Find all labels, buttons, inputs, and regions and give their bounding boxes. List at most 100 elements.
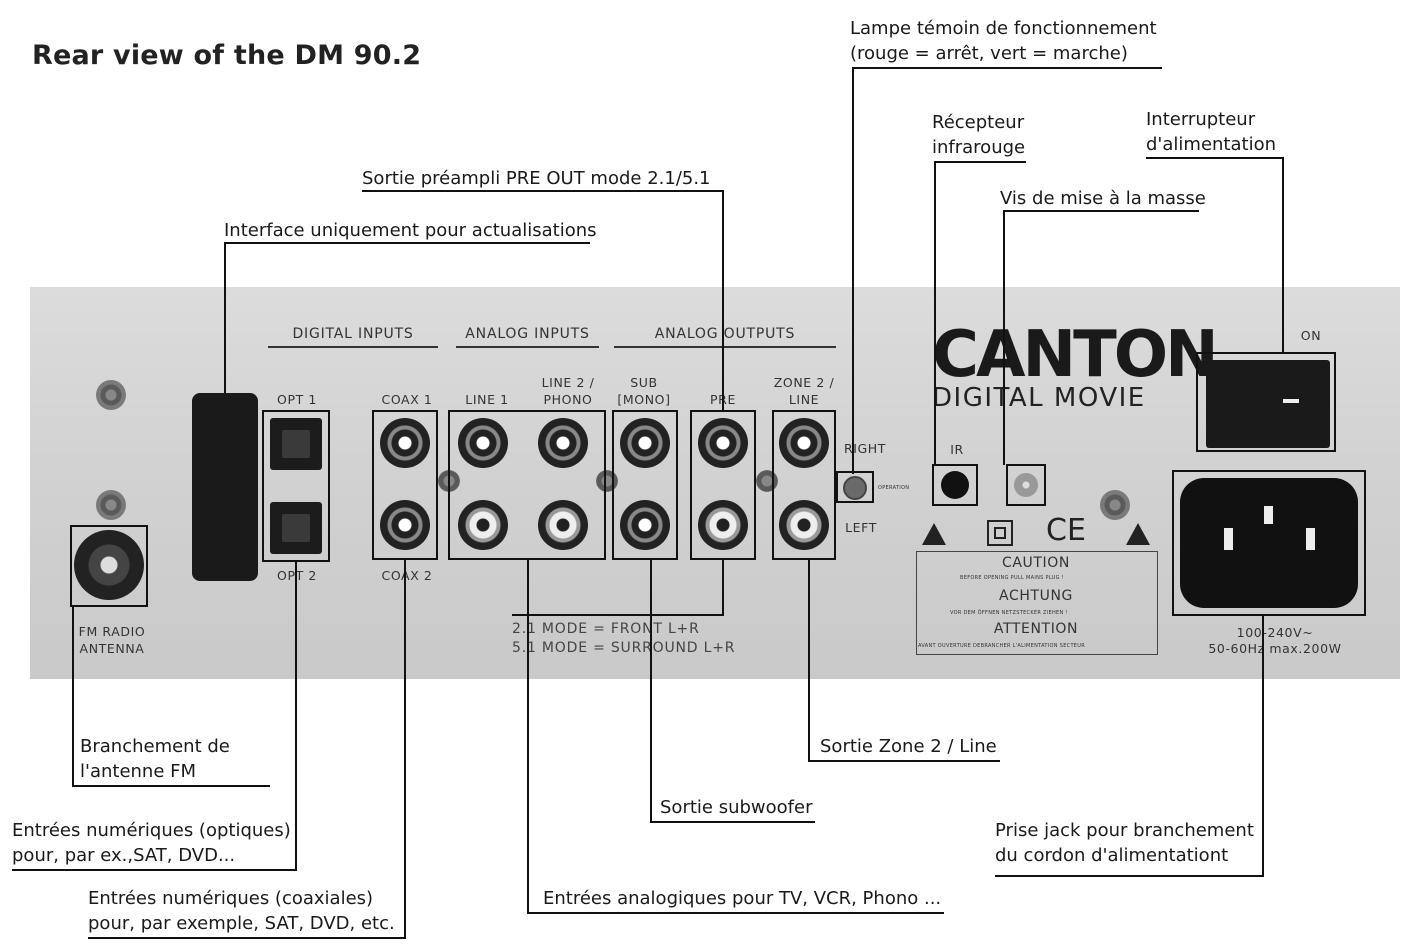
zone2-highlight [772,410,836,560]
leader-line [224,242,226,394]
attention-text: ATTENTION [993,621,1079,637]
leader-line [512,614,724,616]
leader-line [1262,615,1264,877]
line2-label-line1: LINE 2 / [541,375,595,390]
sub-label-line1: SUB [630,375,658,390]
pre-out-left-jack[interactable] [698,500,748,550]
leader-line [1003,210,1005,465]
analog-inputs-header: ANALOG INPUTS [465,326,590,342]
callout-prise-jack: Prise jack pour branchement du cordon d'… [995,820,1254,866]
on-label: ON [1300,328,1322,343]
coax-input-2[interactable] [380,500,430,550]
optical-input-2[interactable] [270,502,322,554]
power-inlet[interactable] [1180,478,1358,608]
line2-label-line2: PHONO [543,392,593,407]
leader-line [852,67,1162,69]
warning-label [916,551,1158,655]
warning-triangle-icon [922,523,946,545]
ir-receiver [941,471,969,499]
leader-line [527,559,529,914]
callout-sortie-preampli: Sortie préampli PRE OUT mode 2.1/5.1 [362,168,711,189]
ce-mark: CE [1046,513,1086,548]
leader-line [1282,157,1284,353]
sub-out-jack-2[interactable] [620,500,670,550]
optical-input-1[interactable] [270,418,322,470]
power-rating-line1: 100-240V~ [1236,625,1314,640]
leader-line [934,161,1026,163]
caution-subtext: BEFORE OPENING PULL MAINS PLUG ! [960,575,1064,581]
power-rating-line2: 50-60Hz max.200W [1208,641,1342,656]
update-interface-port[interactable] [192,393,258,581]
callout-entrees-analogiques: Entrées analogiques pour TV, VCR, Phono … [543,888,942,909]
right-label: RIGHT [843,441,887,456]
leader-line [72,785,270,787]
callout-interrupteur: Interrupteur d'alimentation [1146,109,1276,155]
sub-out-jack-1[interactable] [620,418,670,468]
digital-inputs-header: DIGITAL INPUTS [292,326,414,342]
attention-subtext: AVANT OUVERTURE DEBRANCHER L'ALIMENTATIO… [918,643,1085,649]
leader-line [224,242,590,244]
achtung-text: ACHTUNG [999,588,1073,604]
line1-right-jack[interactable] [458,418,508,468]
zone2-right-jack[interactable] [779,418,829,468]
coax1-label: COAX 1 [381,392,433,407]
ir-highlight [932,464,978,506]
callout-entrees-coaxiales: Entrées numériques (coaxiales) pour, par… [88,888,395,934]
brand-logo: CANTON [932,318,1219,392]
pre-out-right-jack[interactable] [698,418,748,468]
leader-line [295,561,297,871]
callout-sortie-subwoofer: Sortie subwoofer [660,797,813,818]
mode-21-text: 2.1 MODE = FRONT L+R [512,621,700,637]
inlet-highlight [1172,470,1366,616]
achtung-subtext: VOR DEM ÖFFNEN NETZSTECKER ZIEHEN ! [950,610,1068,616]
fm-label-line1: FM RADIO [78,624,146,639]
antenna-highlight [70,525,148,607]
opt2-label: OPT 2 [277,568,317,583]
coax2-label: COAX 2 [381,568,433,583]
callout-lampe: Lampe témoin de fonctionnement (rouge = … [850,18,1157,64]
zone2-label-line2: LINE [788,392,820,407]
screw [1100,490,1130,520]
sub-label-line2: [MONO] [617,392,671,407]
analog-outputs-header: ANALOG OUTPUTS [654,326,796,342]
fm-label-line2: ANTENNA [79,641,145,656]
line1-left-jack[interactable] [458,500,508,550]
leader-line [88,937,406,939]
zone2-label-line1: ZONE 2 / [773,375,835,390]
fm-antenna-connector[interactable] [74,530,144,600]
led-highlight [836,471,874,503]
electric-hazard-icon [1126,523,1150,545]
analog-outputs-rule [614,346,836,348]
ground-screw[interactable] [1014,473,1038,497]
line1-label: LINE 1 [465,392,509,407]
left-label: LEFT [845,520,877,535]
leader-line [852,67,854,474]
opt1-label: OPT 1 [277,392,317,407]
switch-highlight [1196,352,1336,452]
leader-line [404,559,406,939]
leader-line [722,190,724,411]
screw [96,490,126,520]
leader-line [12,869,297,871]
operation-led [843,476,867,500]
power-switch[interactable] [1206,360,1330,448]
callout-recepteur: Récepteur infrarouge [932,112,1026,158]
screw [96,380,126,410]
leader-line [722,560,724,616]
page-title: Rear view of the DM 90.2 [32,40,422,71]
leader-line [808,559,810,762]
leader-line [995,875,1264,877]
leader-line [934,161,936,465]
analog-inputs-rule [456,346,599,348]
line2-left-jack[interactable] [538,500,588,550]
zone2-left-jack[interactable] [779,500,829,550]
leader-line [808,760,1000,762]
line2-right-jack[interactable] [538,418,588,468]
brand-subtitle: DIGITAL MOVIE [932,383,1146,413]
leader-line [72,606,74,787]
coax-input-1[interactable] [380,418,430,468]
mode-51-text: 5.1 MODE = SURROUND L+R [512,640,736,656]
rear-panel [30,287,1400,679]
pre-highlight [690,410,756,560]
double-insulation-icon [987,520,1013,546]
